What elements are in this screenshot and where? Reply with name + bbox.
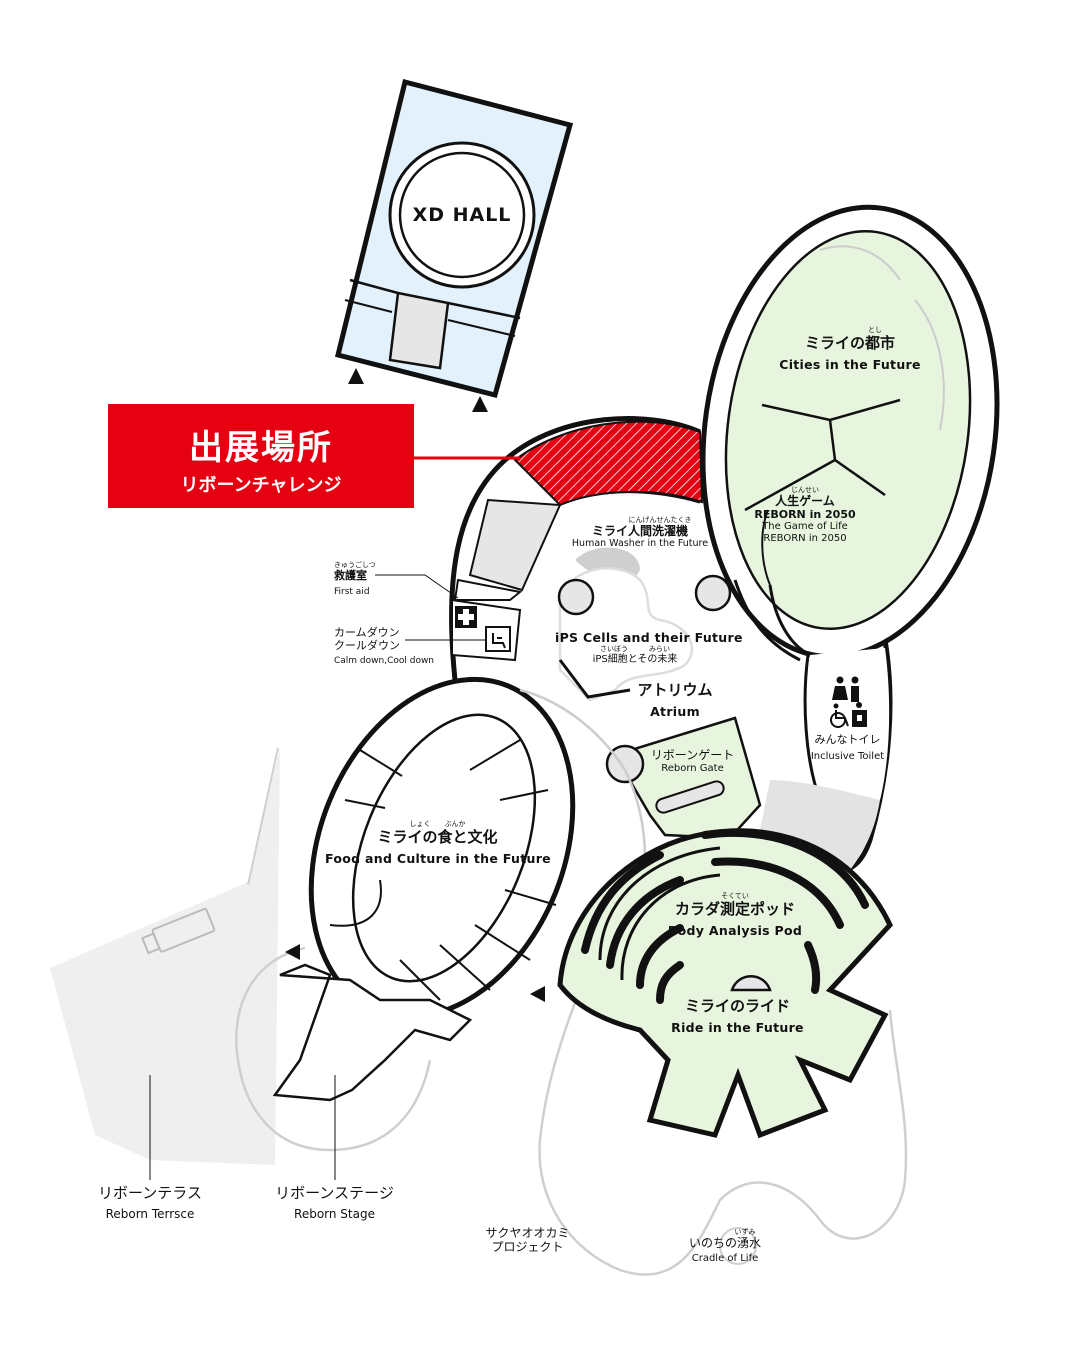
reborn-terrace-area [50,748,280,1165]
sakuya-jp1: サクヤオオカミ [485,1226,570,1240]
truck-icon [141,907,216,955]
human-washer-en: Human Washer in the Future [571,537,709,549]
atrium-label: アトリウム Atrium [620,681,730,720]
reborn-stage [272,963,473,1102]
toilet-label: みんなトイレ Inclusive Toilet [800,733,895,762]
reborn-terrace-jp: リボーンテラス [98,1184,202,1202]
sakuya-label: サクヤオオカミ プロジェクト [470,1226,585,1255]
ips-en: iPS Cells and their Future [555,630,743,645]
game-of-life-en1: REBORN in 2050 [754,507,856,521]
ride-en: Ride in the Future [671,1020,804,1036]
calm-down-label: カームダウン クールダウン Calm down,Cool down [334,626,435,667]
body-pod-jp: カラダ測定ポッド [674,900,795,919]
cradle-outline [538,989,908,1276]
callout-title: 出展場所 [189,428,333,468]
cradle-jp: いのちの湧水 [688,1236,761,1251]
cities-zone [700,204,1000,660]
entrance-arrow-icon [348,368,364,384]
food-culture-jp: ミライの食と文化 [377,828,498,847]
toilet-jp: みんなトイレ [814,733,881,746]
first-aid-cross-icon [455,606,477,628]
body-pod-zone [557,828,893,1139]
atrium-en: Atrium [650,704,700,720]
human-washer-jp: ミライ人間洗濯機 [591,524,688,539]
calm-down-en: Calm down,Cool down [334,656,435,667]
food-culture-ruby: しょく ぶんか [409,820,466,828]
calm-down-jp2: クールダウン [334,638,400,652]
entrance-arrow-icon [472,396,488,412]
ips-jp: iPS細胞とその未来 [592,654,678,666]
game-of-life-ruby: じんせい [791,486,819,494]
toilet-people-icon [832,676,859,702]
ips-ruby: さいぼう みらい [600,645,670,654]
reborn-gate-label: リボーンゲート Reborn Gate [645,748,740,774]
food-culture-label: しょく ぶんか ミライの食と文化 Food and Culture in the… [325,820,551,867]
body-pod-label: そくてい カラダ測定ポッド Body Analysis Pod [655,892,815,939]
food-culture-zone [308,676,647,1020]
reborn-gate-jp: リボーンゲート [650,748,735,762]
cities-label: とし ミライの都市 Cities in the Future [770,326,930,373]
entrance-arrow-icon [530,986,545,1002]
calm-down-jp1: カームダウン [334,626,400,639]
sakuya-jp2: プロジェクト [491,1239,564,1254]
cradle-label: いずみ いのちの湧水 Cradle of Life [675,1228,775,1264]
xd-hall-label: XD HALL [412,204,512,226]
human-washer-label: にんげんせんたくき ミライ人間洗濯機 Human Washer in the F… [565,516,715,550]
game-of-life-en2: The Game of Life [762,521,848,533]
body-pod-ruby: そくてい [721,892,749,900]
cradle-en: Cradle of Life [691,1252,759,1264]
human-washer-ruby: にんげんせんたくき [628,516,692,524]
xd-hall-building [334,78,574,399]
reborn-challenge-area [513,420,704,507]
wheelchair-icon [830,703,849,728]
ride-jp: ミライのライド [684,997,790,1015]
reborn-stage-en: Reborn Stage [294,1207,375,1222]
first-aid-label: きゅうごしつ 救護室 First aid [334,561,376,597]
calm-down-room-icon [485,626,511,652]
game-of-life-en3: REBORN in 2050 [763,532,847,544]
reborn-stage-outline [235,946,432,1152]
game-of-life-jp: 人生ゲーム [775,494,835,509]
cities-jp: ミライの都市 [804,334,895,353]
ride-label: ミライのライド Ride in the Future [665,997,810,1036]
reborn-gate-en: Reborn Gate [661,762,724,774]
reborn-terrace-en: Reborn Terrsce [105,1207,195,1222]
reborn-stage-jp: リボーンステージ [275,1184,394,1202]
reborn-stage-label: リボーンステージ Reborn Stage [262,1184,407,1222]
cities-ruby: とし [868,326,882,334]
toilet-zone [810,648,890,800]
callout-subtitle: リボーンチャレンジ [180,475,342,496]
body-pod-en: Body Analysis Pod [667,923,803,939]
entrance-arrow-icon [285,944,300,960]
reborn-terrace-label: リボーンテラス Reborn Terrsce [80,1184,220,1222]
cities-en: Cities in the Future [779,357,921,373]
first-aid-ruby: きゅうごしつ [334,561,376,569]
first-aid-jp: 救護室 [334,569,367,583]
ips-label: iPS Cells and their Future さいぼう みらい iPS細… [555,630,743,666]
exhibit-location-callout: 出展場所 リボーンチャレンジ [108,404,414,508]
food-culture-en: Food and Culture in the Future [325,851,551,867]
atrium-jp: アトリウム [637,681,713,699]
baby-care-icon [852,702,867,727]
toilet-en: Inclusive Toilet [810,750,885,762]
cradle-ruby: いずみ [734,1228,756,1236]
first-aid-en: First aid [334,586,370,597]
game-of-life-label: じんせい 人生ゲーム REBORN in 2050 The Game of Li… [740,486,870,544]
